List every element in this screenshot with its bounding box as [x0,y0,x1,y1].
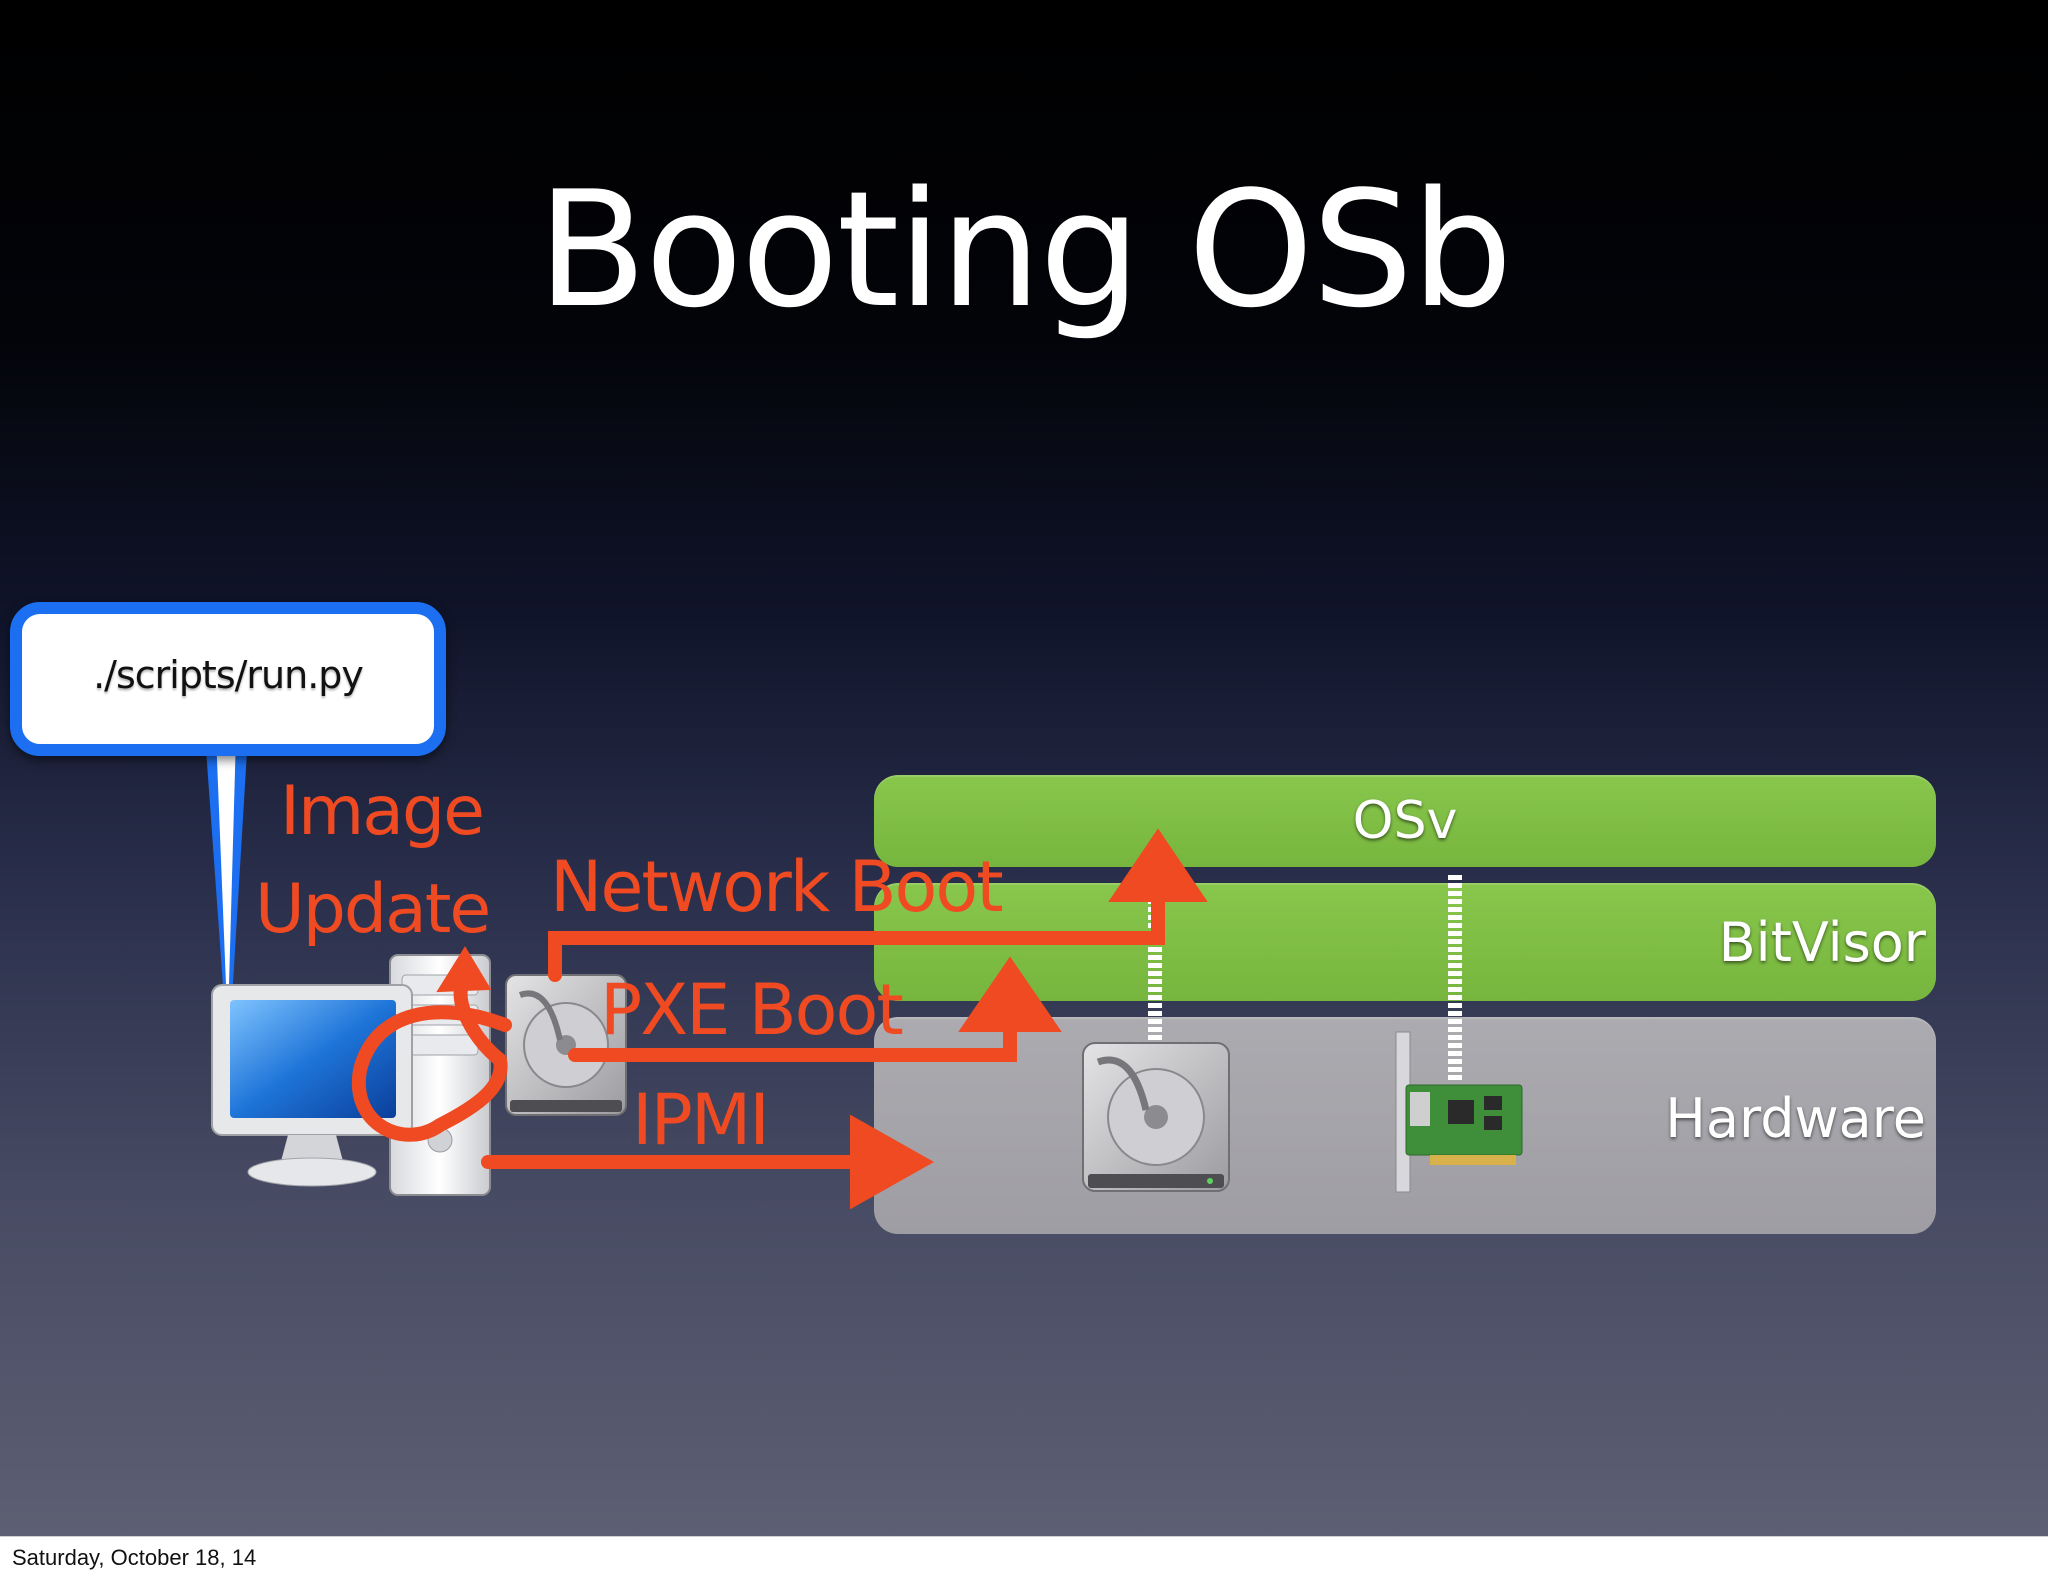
update-label: Update [255,870,491,949]
hardware-label: Hardware [1665,1087,1926,1150]
slide: Booting OSb OSv BitVisor Hardware [0,0,2048,1536]
slide-title: Booting OSb [537,156,1513,343]
pxe-boot-arrow [568,956,1062,1062]
footer-date: Saturday, October 18, 14 [12,1545,257,1570]
hard-drive-icon [505,974,627,1116]
callout-tail [205,735,248,1000]
command-text: ./scripts/run.py [93,653,364,697]
osv-label: OSv [1352,791,1458,851]
diagram-graphics [205,735,1523,1210]
bitvisor-label: BitVisor [1718,911,1926,974]
image-update-arrow [351,946,512,1142]
hard-drive-icon [1082,1042,1230,1192]
command-callout: ./scripts/run.py [10,602,446,756]
ipmi-arrow [481,1114,935,1210]
footer: Saturday, October 18, 14 [0,1536,2048,1577]
bitvisor-layer: BitVisor [874,883,1936,1001]
network-boot-label: Network Boot [550,846,1004,928]
osv-layer: OSv [874,775,1936,867]
image-label: Image [280,772,485,851]
network-card-icon [1395,1031,1523,1193]
ipmi-label: IPMI [632,1079,770,1161]
pxe-boot-label: PXE Boot [600,969,904,1051]
network-boot-arrow [548,828,1208,982]
